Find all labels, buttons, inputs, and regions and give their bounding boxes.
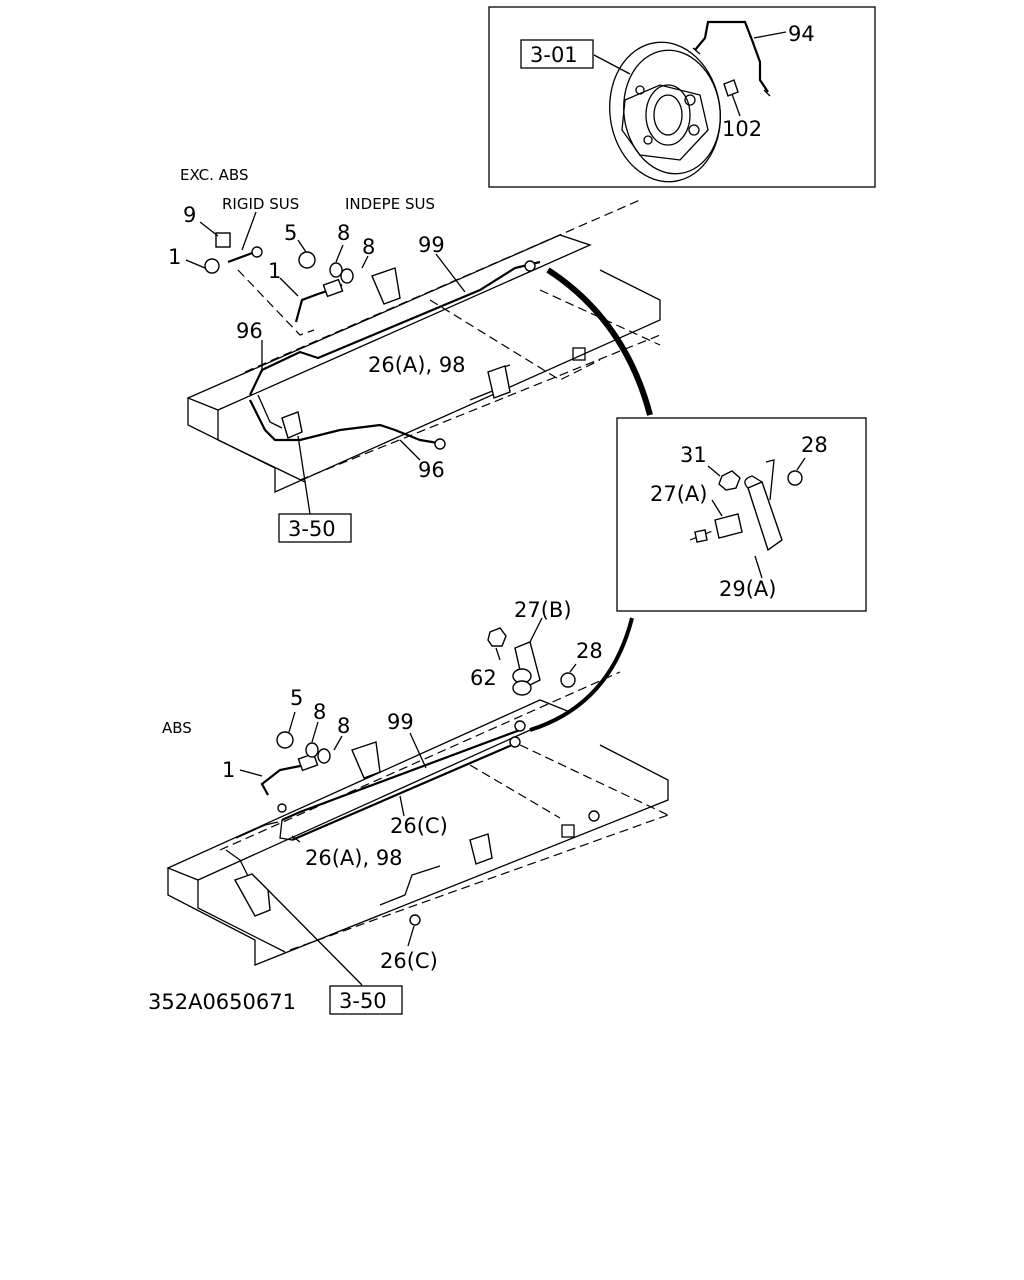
washer-8a-upper (329, 262, 343, 278)
label-exc-abs: EXC. ABS (180, 166, 248, 184)
callout-1-upper-b: 1 (268, 259, 281, 283)
callout-8-lower-b: 8 (337, 714, 350, 738)
lower-frame-rails (166, 671, 669, 966)
callout-8-lower-a: 8 (313, 700, 326, 724)
callout-26c-lower-a: 26(C) (390, 814, 448, 838)
brake-line-26c (291, 743, 513, 842)
callout-5-upper: 5 (284, 221, 297, 245)
nut-62 (487, 627, 507, 647)
ref-3-01-text: 3-01 (530, 43, 578, 67)
callout-28-inset: 28 (801, 433, 828, 457)
inset-clip: 31 28 27(A) 29(A) (616, 417, 867, 612)
callout-27a: 27(A) (650, 482, 707, 506)
callout-1-upper-a: 1 (168, 245, 181, 269)
ref-box-3-50-lower (329, 985, 403, 1015)
clamp-29a (747, 481, 783, 552)
inset-clip-frame (616, 417, 867, 612)
label-indepe-sus: INDEPE SUS (345, 195, 435, 213)
washer-8b-lower (317, 748, 331, 764)
callout-26c-lower-b: 26(C) (380, 949, 438, 973)
clip-102 (723, 79, 739, 97)
bolt-5-lower (276, 731, 294, 749)
callout-96-upper-a: 96 (236, 319, 263, 343)
callout-99-lower: 99 (387, 710, 414, 734)
callout-28-lower: 28 (576, 639, 603, 663)
callout-9: 9 (183, 203, 196, 227)
callout-5-lower: 5 (290, 686, 303, 710)
bolt-28-inset (787, 470, 803, 486)
washer-8b-upper (340, 268, 354, 284)
upper-assembly: EXC. ABS RIGID SUS INDEPE SUS (168, 166, 661, 543)
callout-94: 94 (788, 22, 815, 46)
drawing-number: 352A0650671 (148, 990, 296, 1014)
ref-box-3-01 (520, 39, 594, 69)
callout-26a-98-upper: 26(A), 98 (368, 353, 466, 377)
callout-8-upper-a: 8 (337, 221, 350, 245)
ref-3-50-lower-text: 3-50 (339, 989, 387, 1013)
nut-31 (718, 470, 741, 491)
callout-27b: 27(B) (514, 598, 572, 622)
callout-29a: 29(A) (719, 577, 776, 601)
backing-plate-drawing (609, 41, 721, 183)
junction-block-upper (371, 267, 401, 305)
washer-8a-lower (305, 742, 319, 758)
callout-8-upper-b: 8 (362, 235, 375, 259)
bolt-28-lower (560, 672, 576, 688)
brake-pipe-94 (694, 20, 769, 93)
bolt-5-upper (298, 251, 316, 269)
ref-box-3-50-upper (278, 513, 352, 543)
connector-arc-upper (546, 267, 653, 416)
label-abs: ABS (162, 719, 192, 737)
callout-26a-98-lower: 26(A), 98 (305, 846, 403, 870)
ref-3-50-upper-text: 3-50 (288, 517, 336, 541)
inset-backing-plate: 3-01 94 102 (488, 6, 876, 188)
callout-62: 62 (470, 666, 497, 690)
callout-31: 31 (680, 443, 707, 467)
clip-9 (215, 232, 231, 248)
callout-1-lower: 1 (222, 758, 235, 782)
spacer-27a (714, 513, 743, 539)
callout-102: 102 (722, 117, 762, 141)
inset-frame (488, 6, 876, 188)
label-rigid-sus: RIGID SUS (222, 195, 299, 213)
callout-96-upper-b: 96 (418, 458, 445, 482)
connector-arc-lower (529, 617, 634, 732)
junction-block-lower (351, 741, 381, 779)
brake-line-99-lower (281, 728, 521, 822)
callout-99-upper: 99 (418, 233, 445, 257)
lower-assembly: ABS 27(B) 62 28 (162, 598, 669, 1015)
brake-line-96-lower (249, 399, 439, 445)
fitting-1 (204, 258, 220, 274)
